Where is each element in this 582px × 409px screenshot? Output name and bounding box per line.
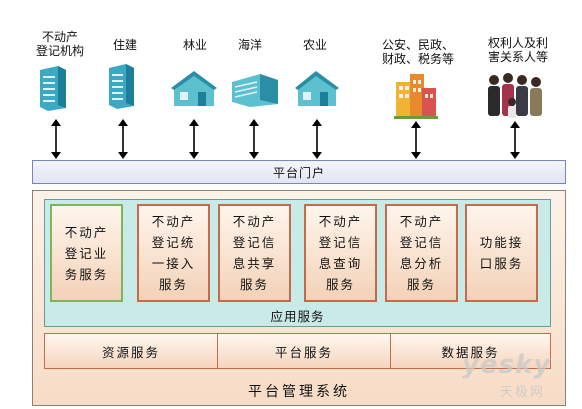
resource-services-box: 资源服务	[44, 333, 218, 369]
bidirectional-arrow-icon	[51, 119, 61, 159]
application-services-label: 应用服务	[270, 309, 325, 324]
platform-management-label: 平台管理系统	[248, 384, 350, 400]
server-tower-icon	[109, 64, 134, 109]
service-function-interface: 功能接 口服务	[465, 204, 538, 302]
house-icon	[295, 71, 339, 106]
entity-label-registry: 不动产 登记机构	[35, 30, 84, 58]
city-buildings-icon	[394, 74, 438, 119]
entity-label-housing: 住建	[112, 38, 137, 52]
entity-label-government: 公安、民政、 财政、税务等	[381, 38, 454, 66]
server-tower-icon	[40, 66, 66, 111]
bidirectional-arrow-icon	[249, 119, 259, 159]
warehouse-icon	[232, 74, 278, 107]
service-registration-business: 不动产 登记业 务服务	[50, 204, 123, 302]
platform-services-box: 平台服务	[217, 333, 391, 369]
entity-label-forestry: 林业	[182, 38, 207, 52]
bidirectional-arrow-icon	[312, 119, 322, 159]
platform-portal-label: 平台门户	[272, 165, 325, 180]
service-information-sharing: 不动产 登记信 息共享 服务	[218, 204, 291, 302]
house-icon	[171, 71, 217, 106]
service-information-query: 不动产 登记信 息查询 服务	[304, 204, 377, 302]
service-unified-access: 不动产 登记统 一接入 服务	[137, 204, 210, 302]
bidirectional-arrow-icon	[118, 119, 128, 159]
entity-label-agriculture: 农业	[302, 38, 327, 52]
watermark-brand: yesky	[462, 350, 552, 380]
service-information-analysis: 不动产 登记信 息分析 服务	[385, 204, 458, 302]
platform-portal-bar: 平台门户	[32, 160, 566, 184]
watermark-sub: 天极网	[500, 385, 546, 400]
bidirectional-arrow-icon	[510, 121, 520, 159]
people-group-icon	[488, 73, 542, 118]
bidirectional-arrow-icon	[189, 119, 199, 159]
entity-label-ocean: 海洋	[237, 38, 262, 52]
bidirectional-arrow-icon	[411, 121, 421, 159]
entity-label-stakeholders: 权利人及利 害关系人等	[487, 36, 548, 64]
data-services-box: 数据服务	[390, 333, 551, 369]
